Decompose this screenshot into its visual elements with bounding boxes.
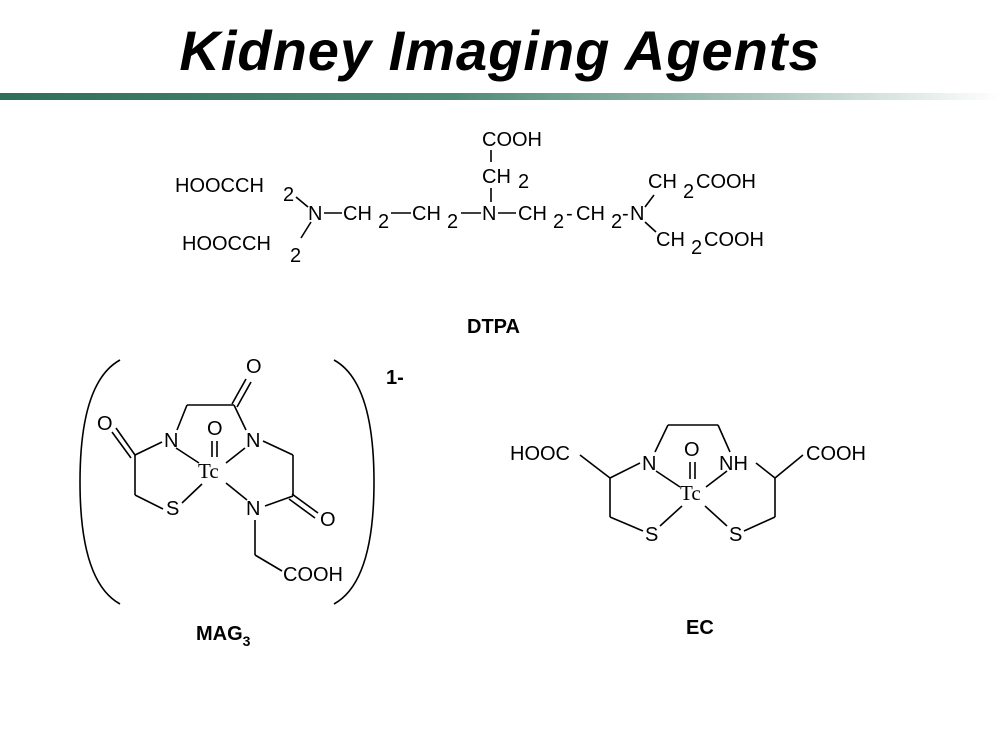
dtpa-subscript: 2 [683,181,694,203]
mag3-bond [176,404,188,431]
mag3-left-bracket [79,359,121,605]
dtpa-label: DTPA [467,316,520,338]
mag3-s: S [166,498,179,520]
ec-bond [654,424,669,453]
mag3-n-left: N [164,430,178,452]
dtpa-subscript: 2 [611,211,622,233]
ec-bond [609,462,641,479]
mag3-bond [233,404,247,431]
dtpa-ch-2: CH [412,203,441,225]
dtpa-bond [295,196,309,208]
mag3-charge: 1- [386,367,404,389]
dtpa-right-top-ch: CH [648,171,677,193]
mag3-tc: Tc [198,459,219,483]
mag3-bond [225,447,246,464]
ec-label: EC [686,617,714,639]
dtpa-left-bottom-arm: HOOCCH [182,233,271,255]
ec-o: O [684,439,700,461]
mag3-bond [175,447,200,464]
mag3-o-right: O [320,509,336,531]
ec-bond [659,505,683,527]
ec-bond [755,462,776,479]
ec-structure: HOOC COOH N NH O Tc S S EC [510,424,866,639]
mag3-bond [254,554,283,572]
dtpa-top-cooh: COOH [482,129,542,151]
ec-bond [705,470,728,488]
mag3-bond [264,495,294,507]
dtpa-dash: - [566,203,573,225]
dtpa-subscript: 2 [691,237,702,259]
mag3-o-left: O [97,413,113,435]
dtpa-right-bottom-cooh: COOH [704,229,764,251]
mag3-bond [181,483,203,504]
mag3-o-tc: O [207,418,223,440]
mag3-n-bottom: N [246,498,260,520]
dtpa-subscript: 2 [378,211,389,233]
dtpa-n3: N [630,203,644,225]
dtpa-ch-4: CH [576,203,605,225]
dtpa-subscript: 2 [290,245,301,267]
dtpa-right-top-cooh: COOH [696,171,756,193]
mag3-structure: 1- O O N N O Tc S N O COOH [79,356,404,649]
mag3-n-right: N [246,430,260,452]
ec-bond [743,516,776,532]
dtpa-subscript: 2 [553,211,564,233]
mag3-bond [134,441,163,456]
ec-bond [717,424,731,453]
dtpa-bond [644,194,655,208]
mag3-bond [134,494,164,510]
mag3-bond [288,498,316,519]
ec-bond [579,454,611,479]
mag3-cooh: COOH [283,564,343,586]
ec-bond [609,516,644,532]
dtpa-subscript: 2 [518,171,529,193]
mag3-bond [231,378,247,405]
dtpa-structure: COOH CH 2 HOOCCH 2 HOOCCH 2 N CH 2 CH 2 … [175,129,764,338]
mag3-bond [225,482,248,501]
dtpa-ch-3: CH [518,203,547,225]
mag3-o-top: O [246,356,262,378]
dtpa-n1: N [308,203,322,225]
dtpa-n2: N [482,203,496,225]
ec-bond [655,470,681,488]
mag3-bond [236,381,252,408]
dtpa-bond [644,221,657,233]
ec-hooc: HOOC [510,443,570,465]
ec-tc: Tc [680,481,701,505]
dtpa-subscript: 2 [447,211,458,233]
ec-bond [704,505,728,527]
slide-title: Kidney Imaging Agents [179,19,821,82]
ec-nh: NH [719,453,748,475]
dtpa-ch-1: CH [343,203,372,225]
dtpa-dash: - [622,203,629,225]
ec-s-left: S [645,524,658,546]
mag3-right-bracket [333,359,375,605]
mag3-label-subscript: 3 [243,633,251,649]
dtpa-left-top-arm: HOOCCH [175,175,264,197]
title-underline [0,93,1000,100]
mag3-bond [262,440,294,456]
dtpa-top-ch: CH [482,166,511,188]
mag3-bond [111,431,132,459]
dtpa-right-bottom-ch: CH [656,229,685,251]
dtpa-bond [300,221,312,239]
ec-cooh: COOH [806,443,866,465]
ec-s-right: S [729,524,742,546]
mag3-label: MAG3 [196,623,251,649]
ec-bond [774,454,804,479]
mag3-bond [115,427,136,456]
ec-n: N [642,453,656,475]
mag3-bond [291,493,319,514]
mag3-label-main: MAG [196,623,243,645]
dtpa-subscript: 2 [283,184,294,206]
